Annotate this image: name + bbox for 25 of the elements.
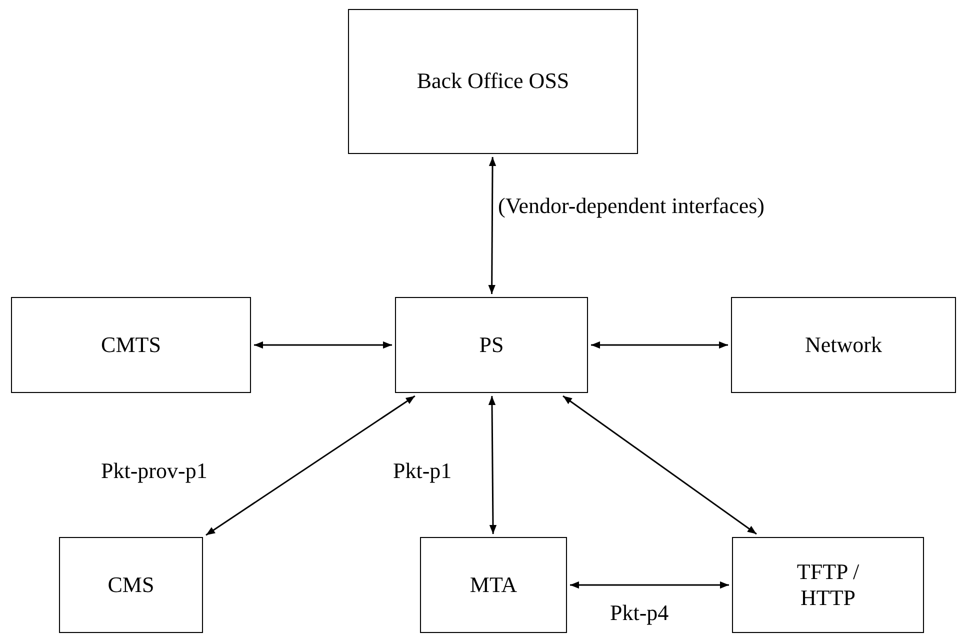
arrow	[570, 581, 729, 589]
node-label: Back Office OSS	[416, 68, 570, 95]
process-box	[11, 297, 251, 393]
edge-label: Pkt-p4	[610, 600, 669, 626]
edge-label: Pkt-p1	[393, 458, 452, 484]
process-box	[420, 537, 567, 633]
node-label: MTA	[470, 572, 518, 598]
arrow	[488, 396, 497, 534]
process-box	[348, 9, 638, 154]
node-label: CMTS	[101, 332, 161, 358]
node-label: CMS	[108, 572, 154, 598]
arrow	[562, 395, 757, 535]
node-label: PS	[479, 332, 504, 358]
process-box	[59, 537, 203, 633]
arrow	[488, 157, 496, 294]
node-label: TFTP / HTTP	[796, 558, 860, 612]
arrow	[591, 341, 728, 349]
arrow	[206, 395, 416, 536]
node-label: Network	[805, 332, 882, 358]
edge-label: (Vendor-dependent interfaces)	[498, 193, 764, 219]
process-box	[395, 297, 588, 393]
process-box	[731, 297, 956, 393]
arrow	[254, 341, 392, 349]
edge-label: Pkt-prov-p1	[101, 458, 208, 484]
process-box	[732, 537, 924, 633]
